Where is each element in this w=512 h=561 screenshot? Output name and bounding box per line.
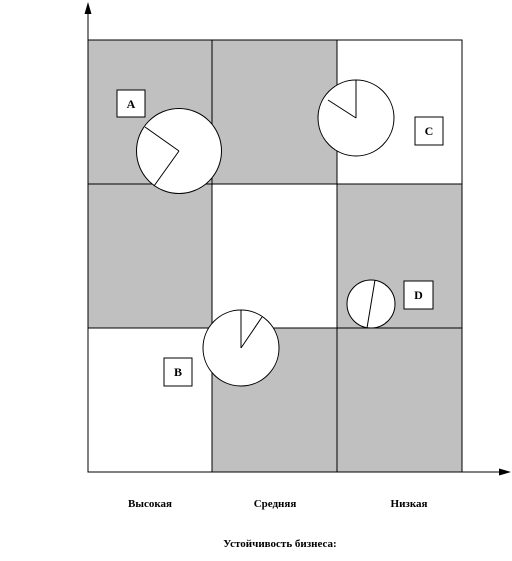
cell-r2-c2 [336,327,463,473]
x-axis-arrow-icon [499,468,511,476]
cell-r0-c1 [211,39,338,185]
label-a-text: A [127,97,136,111]
axis-title: Устойчивость бизнеса: [223,538,336,550]
cell-r2-c0 [87,327,213,473]
column-label-high: Высокая [128,498,172,510]
bubble-d [346,279,396,329]
bubble-a [136,108,222,194]
cell-r1-c0 [87,183,213,329]
column-label-low: Низкая [391,498,428,510]
label-box-d: D [403,280,434,310]
y-axis-arrow-icon [84,2,92,14]
axes [84,2,511,476]
column-label-medium: Средняя [254,498,297,510]
label-d-text: D [414,288,423,302]
label-box-c: C [414,116,444,146]
label-b-text: B [174,365,182,379]
bubble-b [202,309,280,387]
bubble-c [317,79,395,157]
label-box-a: A [116,89,146,118]
cell-r1-c1 [211,183,338,329]
label-box-b: B [163,357,193,387]
label-c-text: C [425,124,434,138]
